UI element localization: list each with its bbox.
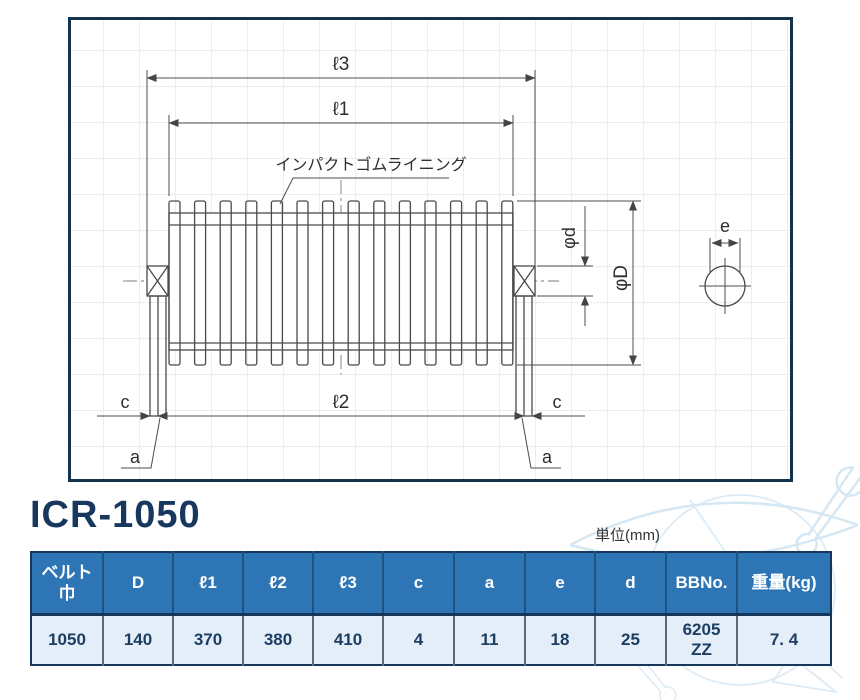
col-header-e: e	[525, 552, 596, 616]
cell-weight: 7. 4	[737, 614, 831, 665]
cell-belt-width: 1050	[31, 614, 104, 665]
cell-a: 11	[454, 614, 526, 665]
callout-a-right: a	[521, 417, 561, 469]
svg-text:c: c	[121, 392, 130, 412]
dimension-phi-D: φD	[517, 200, 641, 366]
col-header-l1: ℓ1	[173, 552, 244, 616]
svg-text:φd: φd	[559, 227, 579, 249]
col-header-c: c	[383, 552, 455, 616]
dimension-l3: ℓ3	[146, 54, 536, 266]
col-header-D: D	[103, 552, 174, 616]
svg-text:a: a	[130, 447, 141, 467]
dimension-l1: ℓ1	[168, 99, 514, 196]
roller-ribs	[168, 200, 514, 366]
svg-text:c: c	[553, 392, 562, 412]
drawing-panel: ℓ3 ℓ1 インパクトゴムライニング	[68, 17, 793, 482]
svg-text:ℓ2: ℓ2	[333, 392, 350, 413]
roller-diagram: ℓ3 ℓ1 インパクトゴムライニング	[97, 54, 751, 469]
svg-text:ℓ3: ℓ3	[333, 54, 350, 75]
svg-text:φD: φD	[611, 265, 632, 291]
bearing-left	[146, 265, 169, 297]
svg-text:ℓ1: ℓ1	[333, 99, 350, 120]
col-header-bbno: BBNo.	[666, 552, 738, 616]
unit-note: 単位(mm)	[595, 527, 660, 544]
page-title: ICR-1050	[30, 494, 201, 536]
dimension-phi-d: φd	[537, 206, 593, 326]
dimension-l2: ℓ2	[157, 392, 525, 420]
cell-d: 25	[595, 614, 667, 665]
col-header-weight: 重量(kg)	[737, 552, 831, 616]
svg-text:a: a	[542, 447, 553, 467]
cell-l2: 380	[243, 614, 314, 665]
cell-l1: 370	[173, 614, 244, 665]
wrench-icon	[795, 466, 860, 556]
svg-text:e: e	[720, 216, 730, 236]
bearing-right	[513, 265, 536, 297]
shaft-end-view: e	[699, 216, 751, 314]
cell-l3: 410	[313, 614, 384, 665]
col-header-d: d	[595, 552, 667, 616]
col-header-l3: ℓ3	[313, 552, 384, 616]
dimension-c-right: c	[531, 392, 585, 420]
cell-c: 4	[383, 614, 455, 665]
col-header-a: a	[454, 552, 526, 616]
col-header-l2: ℓ2	[243, 552, 314, 616]
cell-D: 140	[103, 614, 174, 665]
bracket-left	[149, 295, 167, 417]
bracket-right	[515, 295, 533, 417]
roller-body	[168, 212, 514, 351]
callout-a-left: a	[121, 417, 161, 469]
spec-table: ベルト巾 D ℓ1 ℓ2 ℓ3 c a e d BBNo. 重量(kg) 105…	[30, 551, 832, 666]
lining-label: インパクトゴムライニング	[275, 155, 467, 205]
header-row: ベルト巾 D ℓ1 ℓ2 ℓ3 c a e d BBNo. 重量(kg)	[31, 552, 831, 616]
dimension-c-left: c	[97, 392, 151, 420]
cell-e: 18	[525, 614, 596, 665]
svg-text:インパクトゴムライニング: インパクトゴムライニング	[275, 155, 466, 174]
col-header-belt-width: ベルト巾	[31, 552, 104, 616]
